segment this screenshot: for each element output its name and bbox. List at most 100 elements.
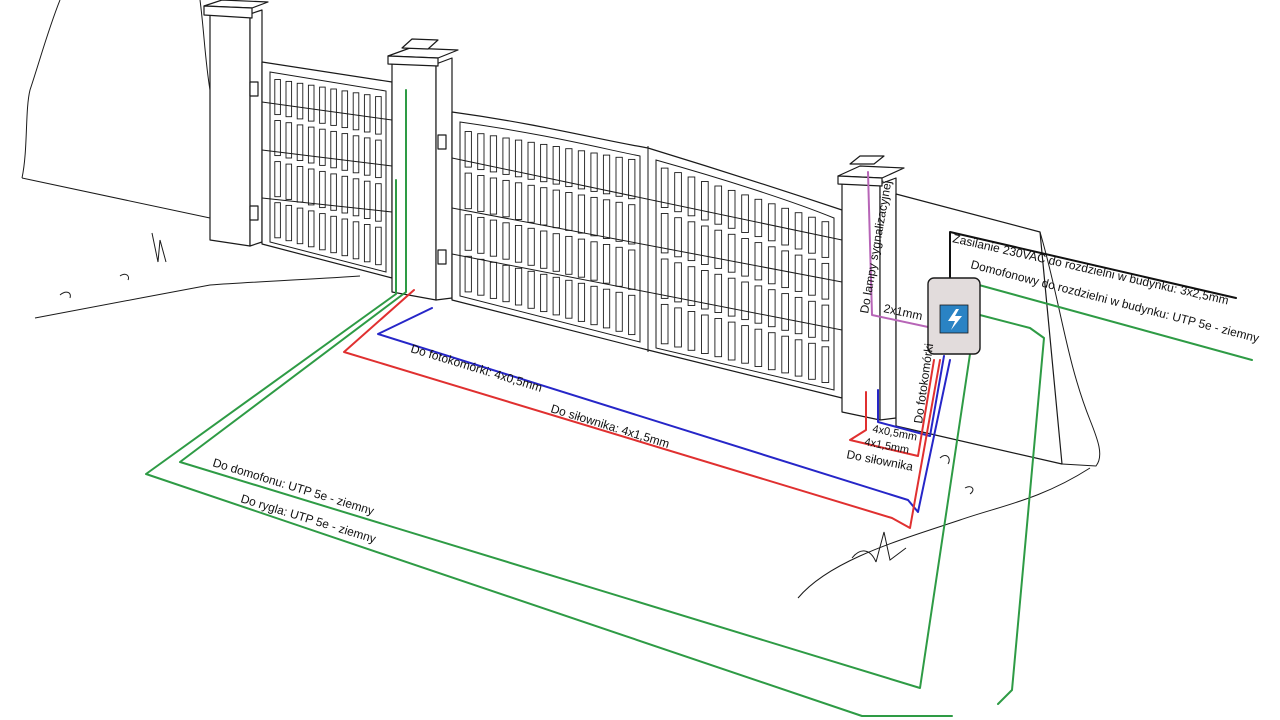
gate-bar [714, 185, 723, 225]
gate-bar [527, 184, 535, 223]
gate-bar [514, 225, 523, 263]
gate-bar [674, 307, 682, 348]
gate-bar [767, 289, 776, 328]
cable-photocell-left [377, 307, 951, 513]
gate-bar [701, 270, 709, 310]
gate-bar [565, 148, 573, 188]
gate-bar [674, 217, 682, 258]
gate-bar [794, 296, 803, 335]
gate-bar [687, 311, 696, 351]
gate-bar [540, 273, 548, 313]
gate-bar [319, 128, 326, 166]
gate-bar [577, 238, 586, 278]
gate-bar [363, 94, 371, 133]
gate-bar [489, 261, 498, 299]
gate-bar [590, 152, 598, 192]
gate-bar [489, 177, 498, 215]
gate-bar [615, 156, 623, 197]
gate-bar [615, 246, 623, 287]
ground-sketch [797, 455, 1091, 599]
gate-bar [514, 139, 523, 178]
cable-actuator-right [849, 359, 935, 457]
gate-bar [341, 90, 349, 129]
gate-bar [602, 244, 611, 284]
gate-bar [330, 130, 337, 169]
gate-bar [464, 172, 472, 210]
gate-bar [527, 141, 535, 180]
gate-bar [741, 194, 749, 233]
gate-bar [296, 207, 304, 245]
gate-bar [363, 180, 371, 219]
gate-bar [502, 222, 510, 260]
gate-bar [714, 273, 723, 313]
gate-bar [502, 179, 510, 218]
gate-bar [527, 227, 535, 266]
gate-bar [687, 266, 696, 306]
cable-actuator-left [343, 289, 941, 529]
gate-bar [341, 175, 349, 214]
cable-intercom-building [967, 281, 1253, 361]
gate-bar [341, 133, 349, 171]
gate-bar [285, 204, 293, 242]
gate-bar [590, 196, 598, 237]
electrical-box [927, 277, 981, 355]
gate-bar [701, 225, 709, 265]
gate-bar [540, 143, 548, 183]
gate-bar [540, 230, 548, 269]
gate-bar [754, 328, 763, 367]
gate-bar [352, 221, 360, 260]
gate-bar [285, 122, 293, 159]
gate-bar [330, 88, 337, 126]
gate-bar [754, 198, 763, 238]
gate-bar [565, 192, 573, 231]
gate-bar [781, 293, 789, 331]
gate-bar [628, 249, 636, 290]
gate-bar [565, 235, 573, 275]
gate-bar [781, 207, 789, 246]
gate-bar [821, 221, 830, 258]
gate-bar [307, 168, 315, 206]
gate-bar [341, 218, 349, 257]
gate-bar [767, 203, 776, 242]
wicket-gate [249, 61, 393, 279]
gate-bar [552, 146, 560, 185]
cable-routes [145, 89, 1253, 717]
gate-bar [808, 342, 816, 380]
gate-bar [741, 238, 749, 277]
gate-bar [821, 346, 830, 383]
gate-bar [754, 285, 763, 324]
gate-bar [296, 124, 304, 161]
gate-bar [296, 166, 304, 203]
label-actuator-left: Do siłownika: 4x1,5mm [549, 401, 671, 450]
gate-bar [363, 137, 371, 176]
gate-bar [615, 291, 623, 332]
label-photocell-left: Do fotokomórki: 4x0,5mm [409, 341, 544, 394]
gate-bar [307, 84, 315, 122]
gate-bar [767, 332, 776, 371]
gate-bar [274, 202, 281, 239]
gate-bar [628, 158, 636, 200]
gate-bar [674, 262, 682, 303]
gate-bar [781, 335, 789, 374]
gate-bar [687, 221, 696, 262]
right-wall [895, 193, 1101, 467]
gate-bar [307, 126, 315, 164]
gate-bar [741, 281, 749, 321]
gate-bar [628, 294, 636, 336]
gate-bar [352, 178, 360, 217]
gate-bar [660, 303, 669, 345]
gate-bar [821, 304, 830, 342]
gate-bar [767, 246, 776, 285]
main-swing-gate [451, 111, 843, 399]
gate-bar [727, 233, 736, 273]
gate-bar [552, 276, 560, 316]
gate-bar [701, 181, 709, 221]
gate-bar [477, 258, 485, 296]
gate-bar [754, 242, 763, 281]
gate-bar [489, 219, 498, 257]
gate-bar [660, 213, 669, 254]
gate-bar [477, 133, 485, 171]
gate-bar [352, 135, 360, 174]
cable-photocell-right [877, 355, 945, 437]
